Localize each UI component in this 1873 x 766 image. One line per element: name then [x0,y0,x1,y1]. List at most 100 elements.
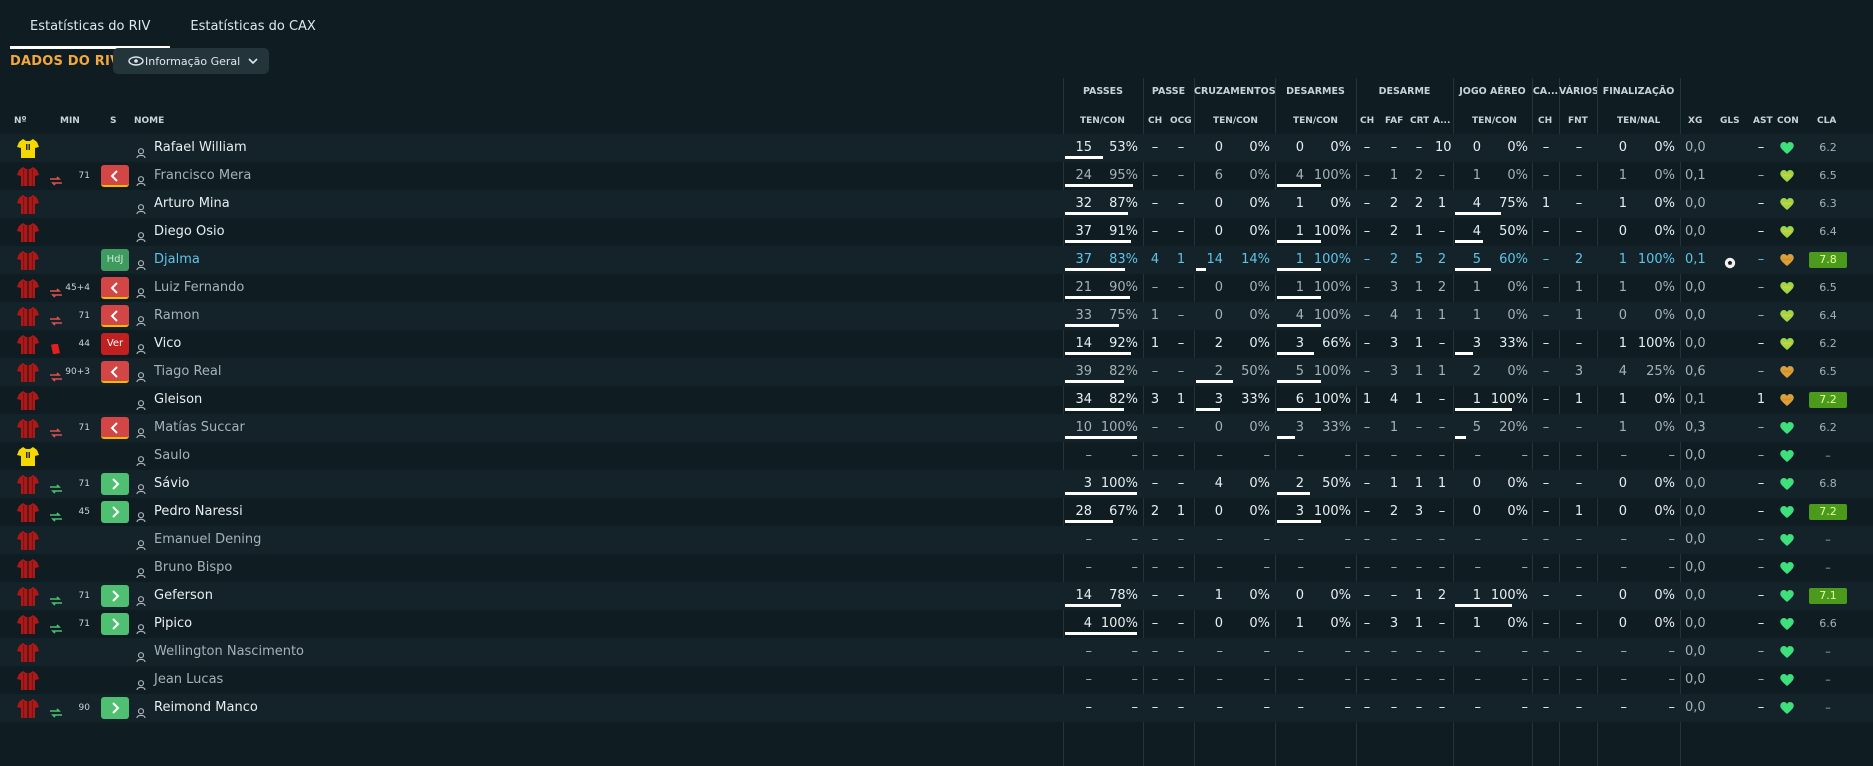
table-row[interactable]: Wellington Nascimento–––––––––––––––––––… [0,638,1873,666]
column-header-des-crt[interactable]: CRT [1410,116,1430,126]
sub-out-button[interactable] [101,305,129,327]
player-name[interactable]: Reimond Manco [154,700,258,715]
stat-fnt: – [1575,140,1583,155]
stat-aereo-pct: 0% [1507,308,1528,323]
sub-out-button[interactable] [101,277,129,299]
player-name[interactable]: Saulo [154,448,191,463]
tab-cax-stats[interactable]: Estatísticas do CAX [190,19,316,34]
player-shirt-icon [17,474,39,494]
stat-aereo-attempts: 2 [1472,364,1481,379]
tab-riv-stats[interactable]: Estatísticas do RIV [10,12,171,49]
sub-in-button[interactable] [101,697,129,719]
player-name[interactable]: Vico [154,336,182,351]
player-name[interactable]: Rafael William [154,140,247,155]
column-header-des-a[interactable]: A... [1433,116,1451,126]
table-row[interactable]: Emanuel Dening–––––––––––––––––––0,0– [0,526,1873,554]
player-name[interactable]: Emanuel Dening [154,532,262,547]
column-header-con[interactable]: CON [1777,116,1799,126]
column-header-nome[interactable]: NOME [134,116,165,126]
column-header-des-faf[interactable]: FAF [1385,116,1404,126]
table-row[interactable]: Saulo–––––––––––––––––––0,0– [0,442,1873,470]
condition-heart-icon [1779,224,1795,240]
player-name[interactable]: Ramon [154,308,200,323]
column-header-fnt[interactable]: FNT [1568,116,1588,126]
player-name[interactable]: Geferson [154,588,213,603]
player-name[interactable]: Tiago Real [154,364,222,379]
column-header-s[interactable]: S [110,116,117,126]
column-header-min[interactable]: MIN [60,116,80,126]
sub-out-button[interactable] [101,361,129,383]
stat-fnt: 2 [1574,252,1584,267]
table-row[interactable]: Jean Lucas–––––––––––––––––––0,0– [0,666,1873,694]
column-header-no[interactable]: Nº [14,116,27,126]
stat-des-pct: 100% [1313,168,1351,183]
stat-final-attempts: 1 [1618,420,1627,435]
column-header-ast[interactable]: AST [1753,116,1773,126]
player-name[interactable]: Gleison [154,392,203,407]
column-header-desarmes[interactable]: TEN/CON [1293,116,1338,126]
column-header-passes[interactable]: TEN/CON [1080,116,1125,126]
stat-des-attempts: 3 [1295,420,1304,435]
stat-p-ocg: – [1177,448,1185,463]
stat-d-a: – [1438,168,1446,183]
stat-passes-pct: 92% [1109,336,1138,351]
column-header-cla[interactable]: CLA [1817,116,1837,126]
sub-in-button[interactable] [101,501,129,523]
player-name[interactable]: Bruno Bispo [154,560,233,575]
column-header-aereo[interactable]: TEN/CON [1472,116,1517,126]
column-header-final[interactable]: TEN/NAL [1617,116,1661,126]
column-header-cruz[interactable]: TEN/CON [1213,116,1258,126]
sub-in-button[interactable] [101,585,129,607]
sub-out-button[interactable] [101,417,129,439]
stat-aereo-pct: 100% [1490,392,1528,407]
player-name[interactable]: Diego Osio [154,224,225,239]
table-row[interactable]: Bruno Bispo–––––––––––––––––––0,0– [0,554,1873,582]
sub-in-button[interactable] [101,473,129,495]
column-header-xg[interactable]: XG [1688,116,1703,126]
stat-d-a: – [1438,532,1446,547]
player-name[interactable]: Pipico [154,616,193,631]
player-name[interactable]: Jean Lucas [154,672,224,687]
stat-final-pct: 0% [1654,196,1675,211]
man-of-the-match-badge: HdJ [101,249,129,271]
player-name[interactable]: Sávio [154,476,190,491]
player-name[interactable]: Francisco Mera [154,168,252,183]
sub-in-button[interactable] [101,613,129,635]
stat-d-ch: – [1363,588,1371,603]
column-header-passe-ch[interactable]: CH [1148,116,1163,126]
player-profile-icon [136,367,146,383]
column-header-passe-ocg[interactable]: OCG [1170,116,1192,126]
stat-passes-attempts: 32 [1075,196,1092,211]
stat-p-ch: – [1151,224,1159,239]
column-header-des-ch[interactable]: CH [1360,116,1375,126]
player-name[interactable]: Pedro Naressi [154,504,243,519]
player-name[interactable]: Wellington Nascimento [154,644,305,659]
player-name[interactable]: Luiz Fernando [154,280,245,295]
player-name[interactable]: Matías Succar [154,420,245,435]
stat-cruz-pct: – [1263,560,1271,575]
stat-d-faf: 4 [1389,308,1399,323]
stat-ca-ch: – [1542,448,1550,463]
player-name[interactable]: Djalma [154,252,200,267]
view-selector-button[interactable]: Informação Geral [113,48,269,74]
column-header-gls[interactable]: GLS [1720,116,1740,126]
player-name[interactable]: Arturo Mina [154,196,230,211]
column-header-ca-ch[interactable]: CH [1538,116,1553,126]
sub-out-button[interactable] [101,165,129,187]
